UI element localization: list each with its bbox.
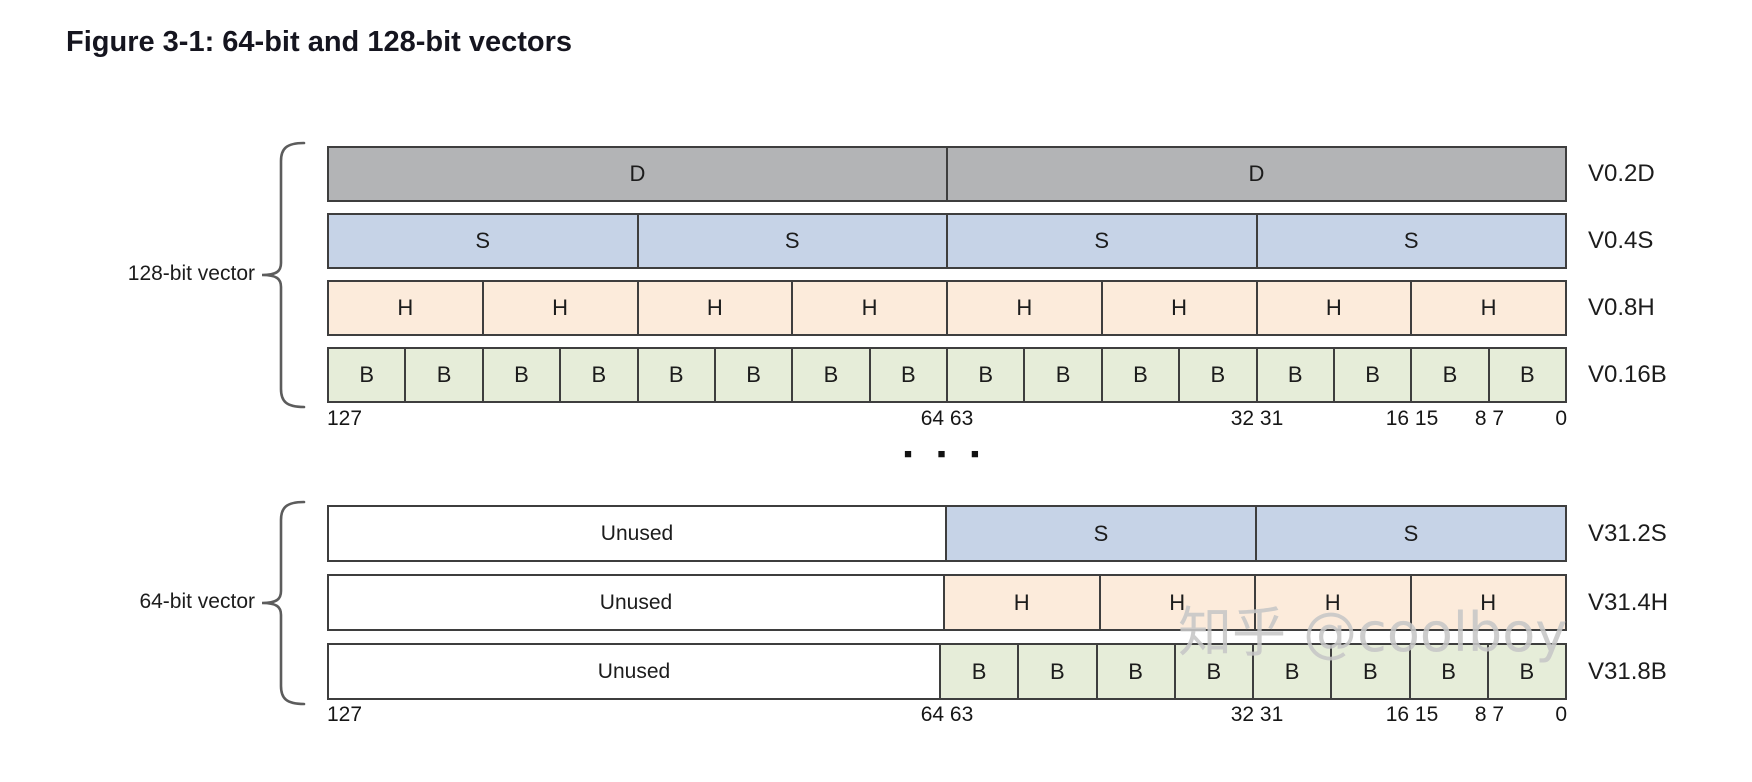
cell-B: B (1332, 349, 1411, 401)
register-name-V0.8H: V0.8H (1588, 294, 1655, 321)
cell-B: B (713, 349, 792, 401)
cell-B: B (791, 349, 869, 401)
cell-B: B (1017, 645, 1096, 698)
cell-B: B (559, 349, 637, 401)
bit-label-32-31: 32 31 (1230, 703, 1284, 726)
cell-B: B (1330, 645, 1409, 698)
cell-B: B (946, 349, 1024, 401)
cell-B: B (1408, 645, 1487, 698)
cell-unused: Unused (329, 576, 943, 629)
bit-label-8-7: 8 7 (1474, 407, 1505, 430)
bit-label-0: 0 (1555, 407, 1567, 430)
cell-B: B (329, 349, 405, 401)
bit-label-127: 127 (327, 703, 363, 726)
register-name-V0.2D: V0.2D (1588, 160, 1655, 187)
register-name-V31.2S: V31.2S (1588, 519, 1667, 547)
cell-B: B (939, 645, 1018, 698)
cell-B: B (1100, 349, 1179, 401)
cell-unused: Unused (329, 507, 945, 560)
cell-B: B (1178, 349, 1256, 401)
cell-unused: Unused (329, 645, 939, 698)
register-name-V31.4H: V31.4H (1588, 588, 1669, 616)
ellipsis: ■ ■ ■ (904, 446, 990, 461)
cell-D: D (329, 148, 946, 200)
cell-B: B (868, 349, 946, 401)
brace-64-bit-vector (261, 500, 306, 706)
cell-H: H (481, 282, 637, 334)
cell-H: H (943, 576, 1099, 629)
cell-H: H (791, 282, 946, 334)
bit-label-127: 127 (327, 407, 363, 430)
cell-B: B (1023, 349, 1101, 401)
bit-label-64-63: 64 63 (920, 703, 974, 726)
cell-H: H (636, 282, 792, 334)
bit-label-0: 0 (1555, 703, 1567, 726)
cell-S: S (945, 507, 1255, 560)
bit-label-64-63: 64 63 (920, 407, 974, 430)
cell-H: H (1255, 282, 1411, 334)
cell-H: H (1409, 576, 1565, 629)
cell-B: B (481, 349, 560, 401)
bit-label-32-31: 32 31 (1230, 407, 1284, 430)
cell-B: B (1095, 645, 1174, 698)
figure-title: Figure 3-1: 64-bit and 128-bit vectors (66, 26, 573, 58)
cell-H: H (946, 282, 1101, 334)
cell-H: H (1410, 282, 1565, 334)
cell-D: D (946, 148, 1565, 200)
cell-B: B (1252, 645, 1331, 698)
bit-label-8-7: 8 7 (1474, 703, 1505, 726)
cell-S: S (1255, 215, 1565, 267)
cell-B: B (636, 349, 714, 401)
cell-B: B (1255, 349, 1333, 401)
cell-S: S (946, 215, 1256, 267)
register-name-V0.4S: V0.4S (1588, 227, 1654, 254)
cell-H: H (329, 282, 482, 334)
cell-S: S (1255, 507, 1565, 560)
brace-128-bit-vector (261, 141, 306, 409)
cell-B: B (1410, 349, 1488, 401)
section-label-64-bit-vector: 64-bit vector (139, 590, 255, 613)
cell-H: H (1254, 576, 1410, 629)
cell-H: H (1098, 576, 1254, 629)
bit-label-16-15: 16 15 (1385, 703, 1439, 726)
cell-S: S (329, 215, 637, 267)
cell-B: B (404, 349, 482, 401)
section-label-128-bit-vector: 128-bit vector (127, 262, 255, 285)
cell-S: S (636, 215, 946, 267)
register-name-V31.8B: V31.8B (1588, 657, 1667, 685)
register-name-V0.16B: V0.16B (1588, 361, 1667, 388)
watermark: 知乎 @coolboy (1178, 601, 1568, 664)
bit-label-16-15: 16 15 (1385, 407, 1439, 430)
cell-B: B (1487, 349, 1565, 401)
cell-H: H (1100, 282, 1256, 334)
cell-B: B (1173, 645, 1252, 698)
cell-B: B (1486, 645, 1565, 698)
